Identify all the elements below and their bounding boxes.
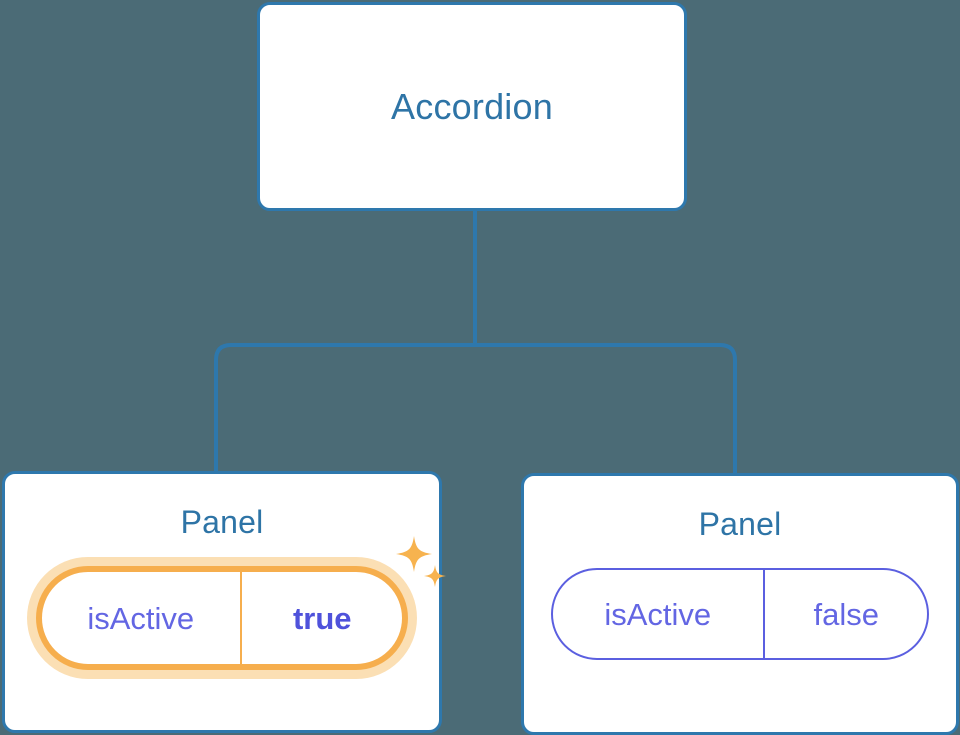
prop-key: isActive <box>604 596 712 632</box>
node-title: Panel <box>180 504 264 540</box>
node-accordion[interactable]: Accordion <box>257 2 687 211</box>
node-title: Accordion <box>391 85 553 127</box>
prop-pill-isactive-true[interactable]: isActive true <box>35 566 409 670</box>
prop-value: true <box>292 600 352 636</box>
prop-divider <box>239 572 243 664</box>
prop-pill-isactive-false[interactable]: isActive false <box>550 568 930 660</box>
node-title: Panel <box>698 506 782 542</box>
connector-branch-right <box>475 343 737 473</box>
sparkles-group <box>396 536 447 587</box>
prop-value: false <box>813 596 879 632</box>
prop-pill-wrapper: isActive true <box>35 536 447 670</box>
sparkle-large-icon <box>396 536 433 572</box>
prop-pill-wrapper: isActive false <box>550 568 930 660</box>
node-panel-right[interactable]: Panel isActive false <box>521 473 959 735</box>
prop-divider <box>762 570 766 658</box>
node-panel-left[interactable]: Panel isActive true <box>2 471 447 733</box>
sparkle-small-icon <box>424 565 447 587</box>
prop-key: isActive <box>87 600 195 636</box>
connector-branch-left <box>214 343 475 471</box>
